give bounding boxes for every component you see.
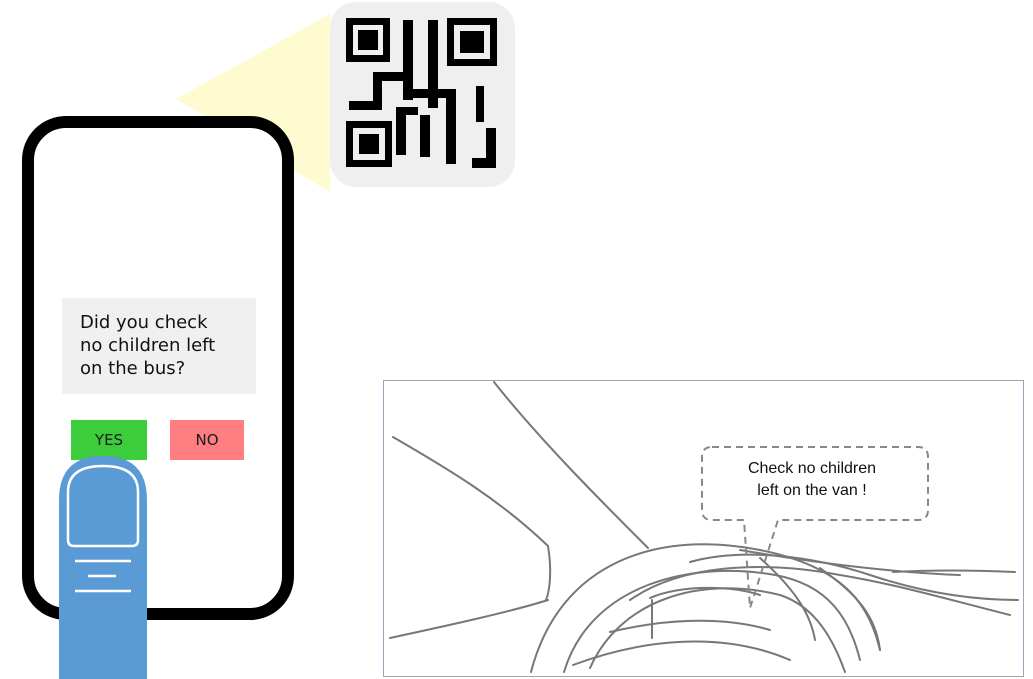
van-interior-panel: [383, 380, 1024, 677]
callout-text: Check no children left on the van !: [704, 458, 920, 502]
